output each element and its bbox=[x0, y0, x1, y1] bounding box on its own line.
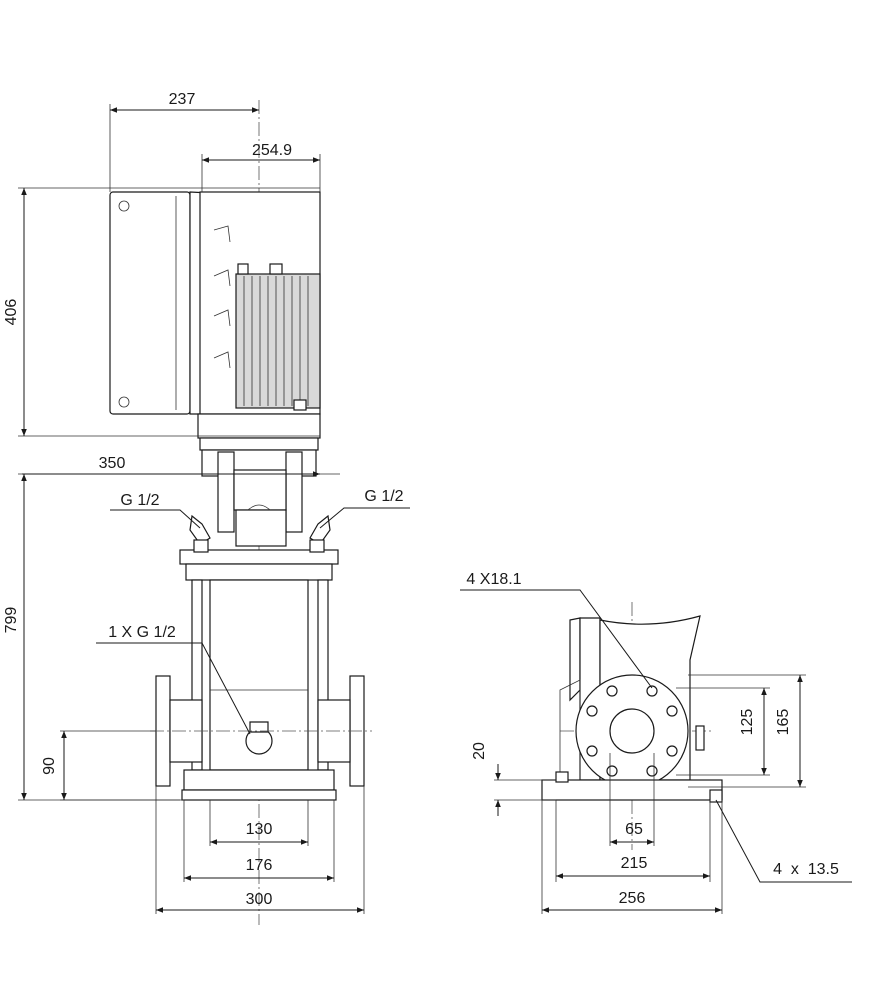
dim-base-inner: 130 bbox=[246, 821, 273, 838]
drain-plug bbox=[245, 721, 273, 755]
dim-motor-width: 254.9 bbox=[252, 142, 292, 159]
side-flange bbox=[575, 674, 689, 788]
dim-base-outer: 300 bbox=[246, 891, 273, 908]
side-extension-lines bbox=[494, 674, 806, 914]
dim-flange-bore: 65 bbox=[625, 821, 643, 838]
dim-base-thickness: 20 bbox=[471, 742, 488, 760]
front-leaders bbox=[96, 507, 410, 735]
dim-top-width: 237 bbox=[169, 91, 196, 108]
dim-port-height: 90 bbox=[41, 757, 58, 775]
label-vent-left: G 1/2 bbox=[120, 492, 159, 509]
dim-base-width: 256 bbox=[619, 890, 646, 907]
side-base bbox=[541, 771, 723, 803]
motor-stool bbox=[197, 413, 321, 547]
label-flange-holes: 4 X18.1 bbox=[466, 571, 521, 588]
side-view: 4 X18.1 125 165 20 65 215 256 4 x 13.5 bbox=[460, 571, 852, 914]
label-drain: 1 X G 1/2 bbox=[108, 624, 176, 641]
side-leaders bbox=[460, 589, 852, 883]
dim-base-mid: 176 bbox=[246, 857, 273, 874]
front-view: 237 254.9 406 350 799 90 G 1/2 G 1/2 1 X… bbox=[3, 91, 410, 925]
dim-flange-pcd-outer: 165 bbox=[775, 709, 792, 736]
label-vent-right: G 1/2 bbox=[364, 488, 403, 505]
dim-base-holes-span: 215 bbox=[621, 855, 648, 872]
dim-flange-pcd-inner: 125 bbox=[739, 709, 756, 736]
label-base-holes: 4 x 13.5 bbox=[773, 861, 839, 878]
dim-flange-span: 350 bbox=[99, 455, 126, 472]
dim-motor-height: 406 bbox=[3, 299, 20, 326]
pump-head bbox=[179, 539, 339, 581]
motor-body bbox=[199, 191, 321, 415]
pump-base bbox=[181, 769, 337, 801]
front-dimension-lines bbox=[21, 107, 364, 913]
dim-total-height: 799 bbox=[3, 607, 20, 634]
side-dimension-lines bbox=[495, 675, 803, 913]
